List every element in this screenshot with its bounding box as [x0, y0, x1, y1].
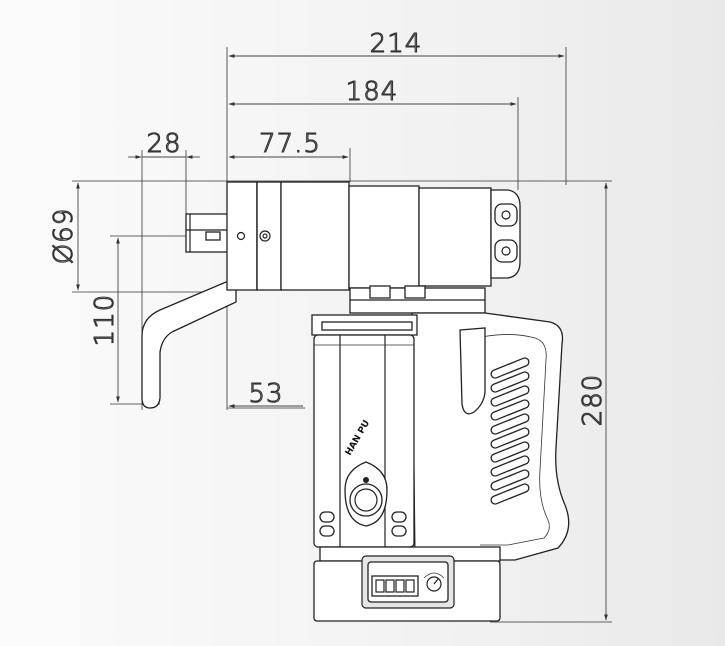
handle	[411, 312, 570, 561]
dim-overall-height: 280	[578, 374, 608, 427]
grip-ribs	[490, 357, 530, 505]
dim-head-length: 77.5	[259, 129, 321, 159]
dim-arm-offset: 53	[248, 379, 283, 409]
reaction-arm	[141, 281, 237, 409]
trigger-switch-icon	[344, 461, 388, 527]
dim-head-to-handle: 184	[346, 77, 399, 107]
dim-square-drive: 28	[146, 129, 181, 159]
dim-overall-length: 214	[370, 29, 423, 59]
motor-cap	[490, 189, 521, 279]
dial-icon	[423, 572, 445, 592]
gear-head	[226, 181, 492, 291]
main-body: HAN PU	[311, 314, 418, 548]
body-connector	[349, 285, 486, 314]
square-drive	[185, 213, 229, 253]
pin-hole-large	[259, 230, 271, 242]
dimension-lines: 214 184 77.5 28 Ø69 110 53 280	[48, 28, 612, 623]
dim-diameter: Ø69	[49, 208, 79, 265]
dim-reaction-arm-height: 110	[90, 294, 120, 347]
battery-base	[313, 546, 501, 622]
digital-display-icon	[371, 575, 419, 597]
pin-hole-small	[236, 231, 246, 241]
